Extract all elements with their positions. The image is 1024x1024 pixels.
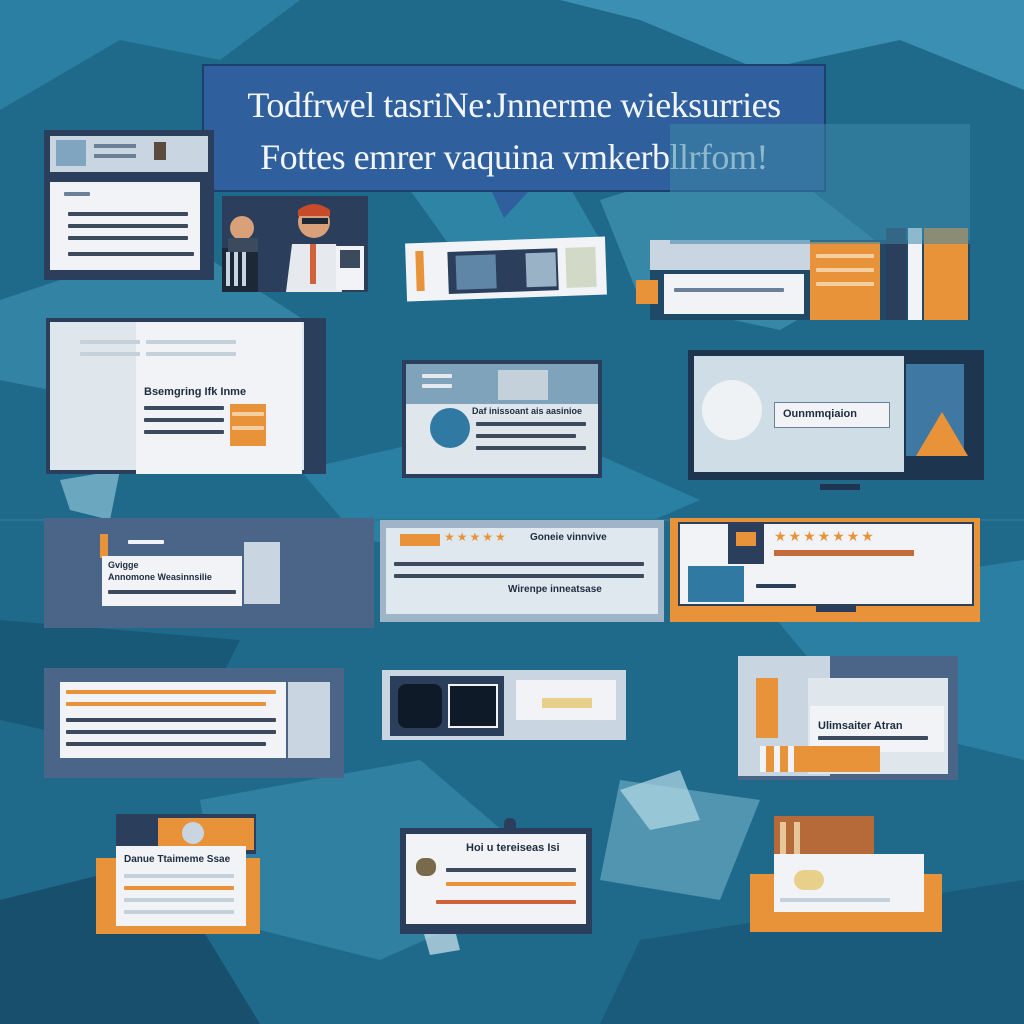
window-row5-left: Danue Ttaimeme Ssae	[96, 814, 260, 934]
presenters-illustration	[222, 196, 368, 292]
mid-center-heading: Daf inissoant ais aasinioe	[472, 406, 583, 416]
window-row4-center	[382, 670, 626, 740]
window-top-right	[636, 228, 970, 320]
window-row3-center: ★★★★★ Goneie vinnvive Wirenpe inneatsase	[380, 520, 664, 622]
window-mid-center: Daf inissoant ais aasinioe	[402, 360, 602, 478]
mid-left-heading: Bsemgring Ifk Inme	[144, 386, 247, 398]
mid-right-label: Ounmmqiaion	[783, 408, 857, 420]
row3-left-heading: Gvigge	[108, 560, 139, 570]
rating-stars: ★★★★★	[444, 530, 508, 544]
row3-center-footer: Wirenpe inneatsase	[508, 584, 602, 595]
card-top-center	[405, 236, 607, 302]
window-row3-right: ★★★★★★★	[670, 518, 980, 622]
window-top-right-back	[670, 124, 970, 244]
row3-left-line: Annomone Weasinnsilie	[108, 572, 212, 582]
row4-right-label: Ulimsaiter Atran	[818, 720, 903, 732]
monitor-mid-right: Ounmmqiaion	[688, 350, 984, 490]
rating-stars-large: ★★★★★★★	[774, 528, 876, 544]
headline-line-1: Todfrwel tasriNe:Jnnerme wieksurries	[247, 85, 781, 125]
window-row4-right: Ulimsaiter Atran	[738, 656, 958, 780]
window-row5-right	[750, 816, 942, 932]
row5-left-heading: Danue Ttaimeme Ssae	[124, 854, 231, 865]
speech-pointer	[492, 192, 528, 218]
window-mid-left: Bsemgring Ifk Inme	[46, 318, 326, 474]
window-row4-left	[44, 668, 344, 778]
window-top-left	[44, 130, 214, 280]
row3-center-heading: Goneie vinnvive	[530, 532, 607, 543]
window-row3-left: Gvigge Annomone Weasinnsilie	[44, 518, 374, 628]
window-row5-center: Hoi u tereiseas Isi	[400, 818, 592, 934]
row5-center-heading: Hoi u tereiseas Isi	[466, 842, 560, 854]
